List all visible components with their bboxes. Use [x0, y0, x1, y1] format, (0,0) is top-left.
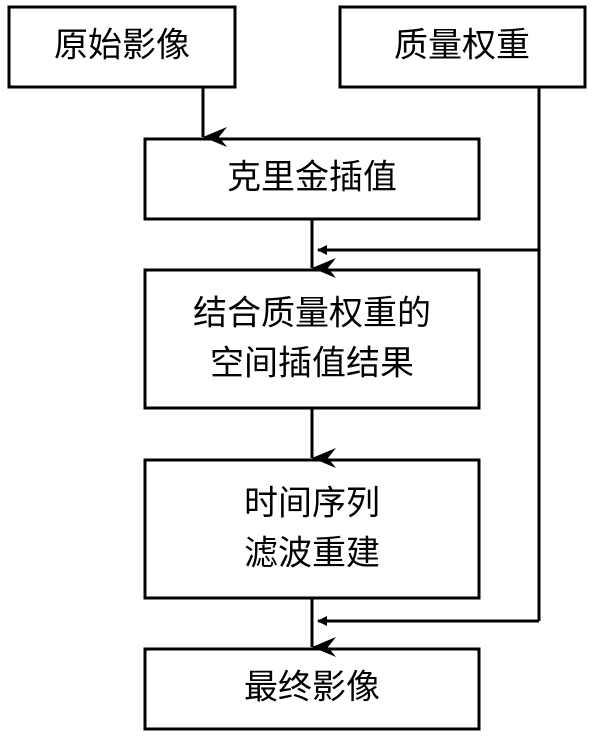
box-final-image	[143, 647, 481, 731]
label-quality-weight: 质量权重	[394, 26, 530, 66]
box-temporal-filter	[143, 458, 481, 600]
label-final-image: 最终影像	[244, 668, 380, 708]
label-kriging: 克里金插值	[227, 158, 397, 198]
box-quality-weight	[338, 5, 587, 89]
label-original-image: 原始影像	[54, 26, 190, 66]
label-spatial-result-line1: 结合质量权重的	[193, 294, 431, 334]
label-temporal-line1: 时间序列	[244, 484, 380, 524]
label-spatial-result-line2: 空间插值结果	[210, 344, 414, 384]
box-original-image	[7, 5, 237, 89]
label-temporal-line2: 滤波重建	[244, 534, 380, 574]
box-spatial-result	[143, 268, 481, 410]
